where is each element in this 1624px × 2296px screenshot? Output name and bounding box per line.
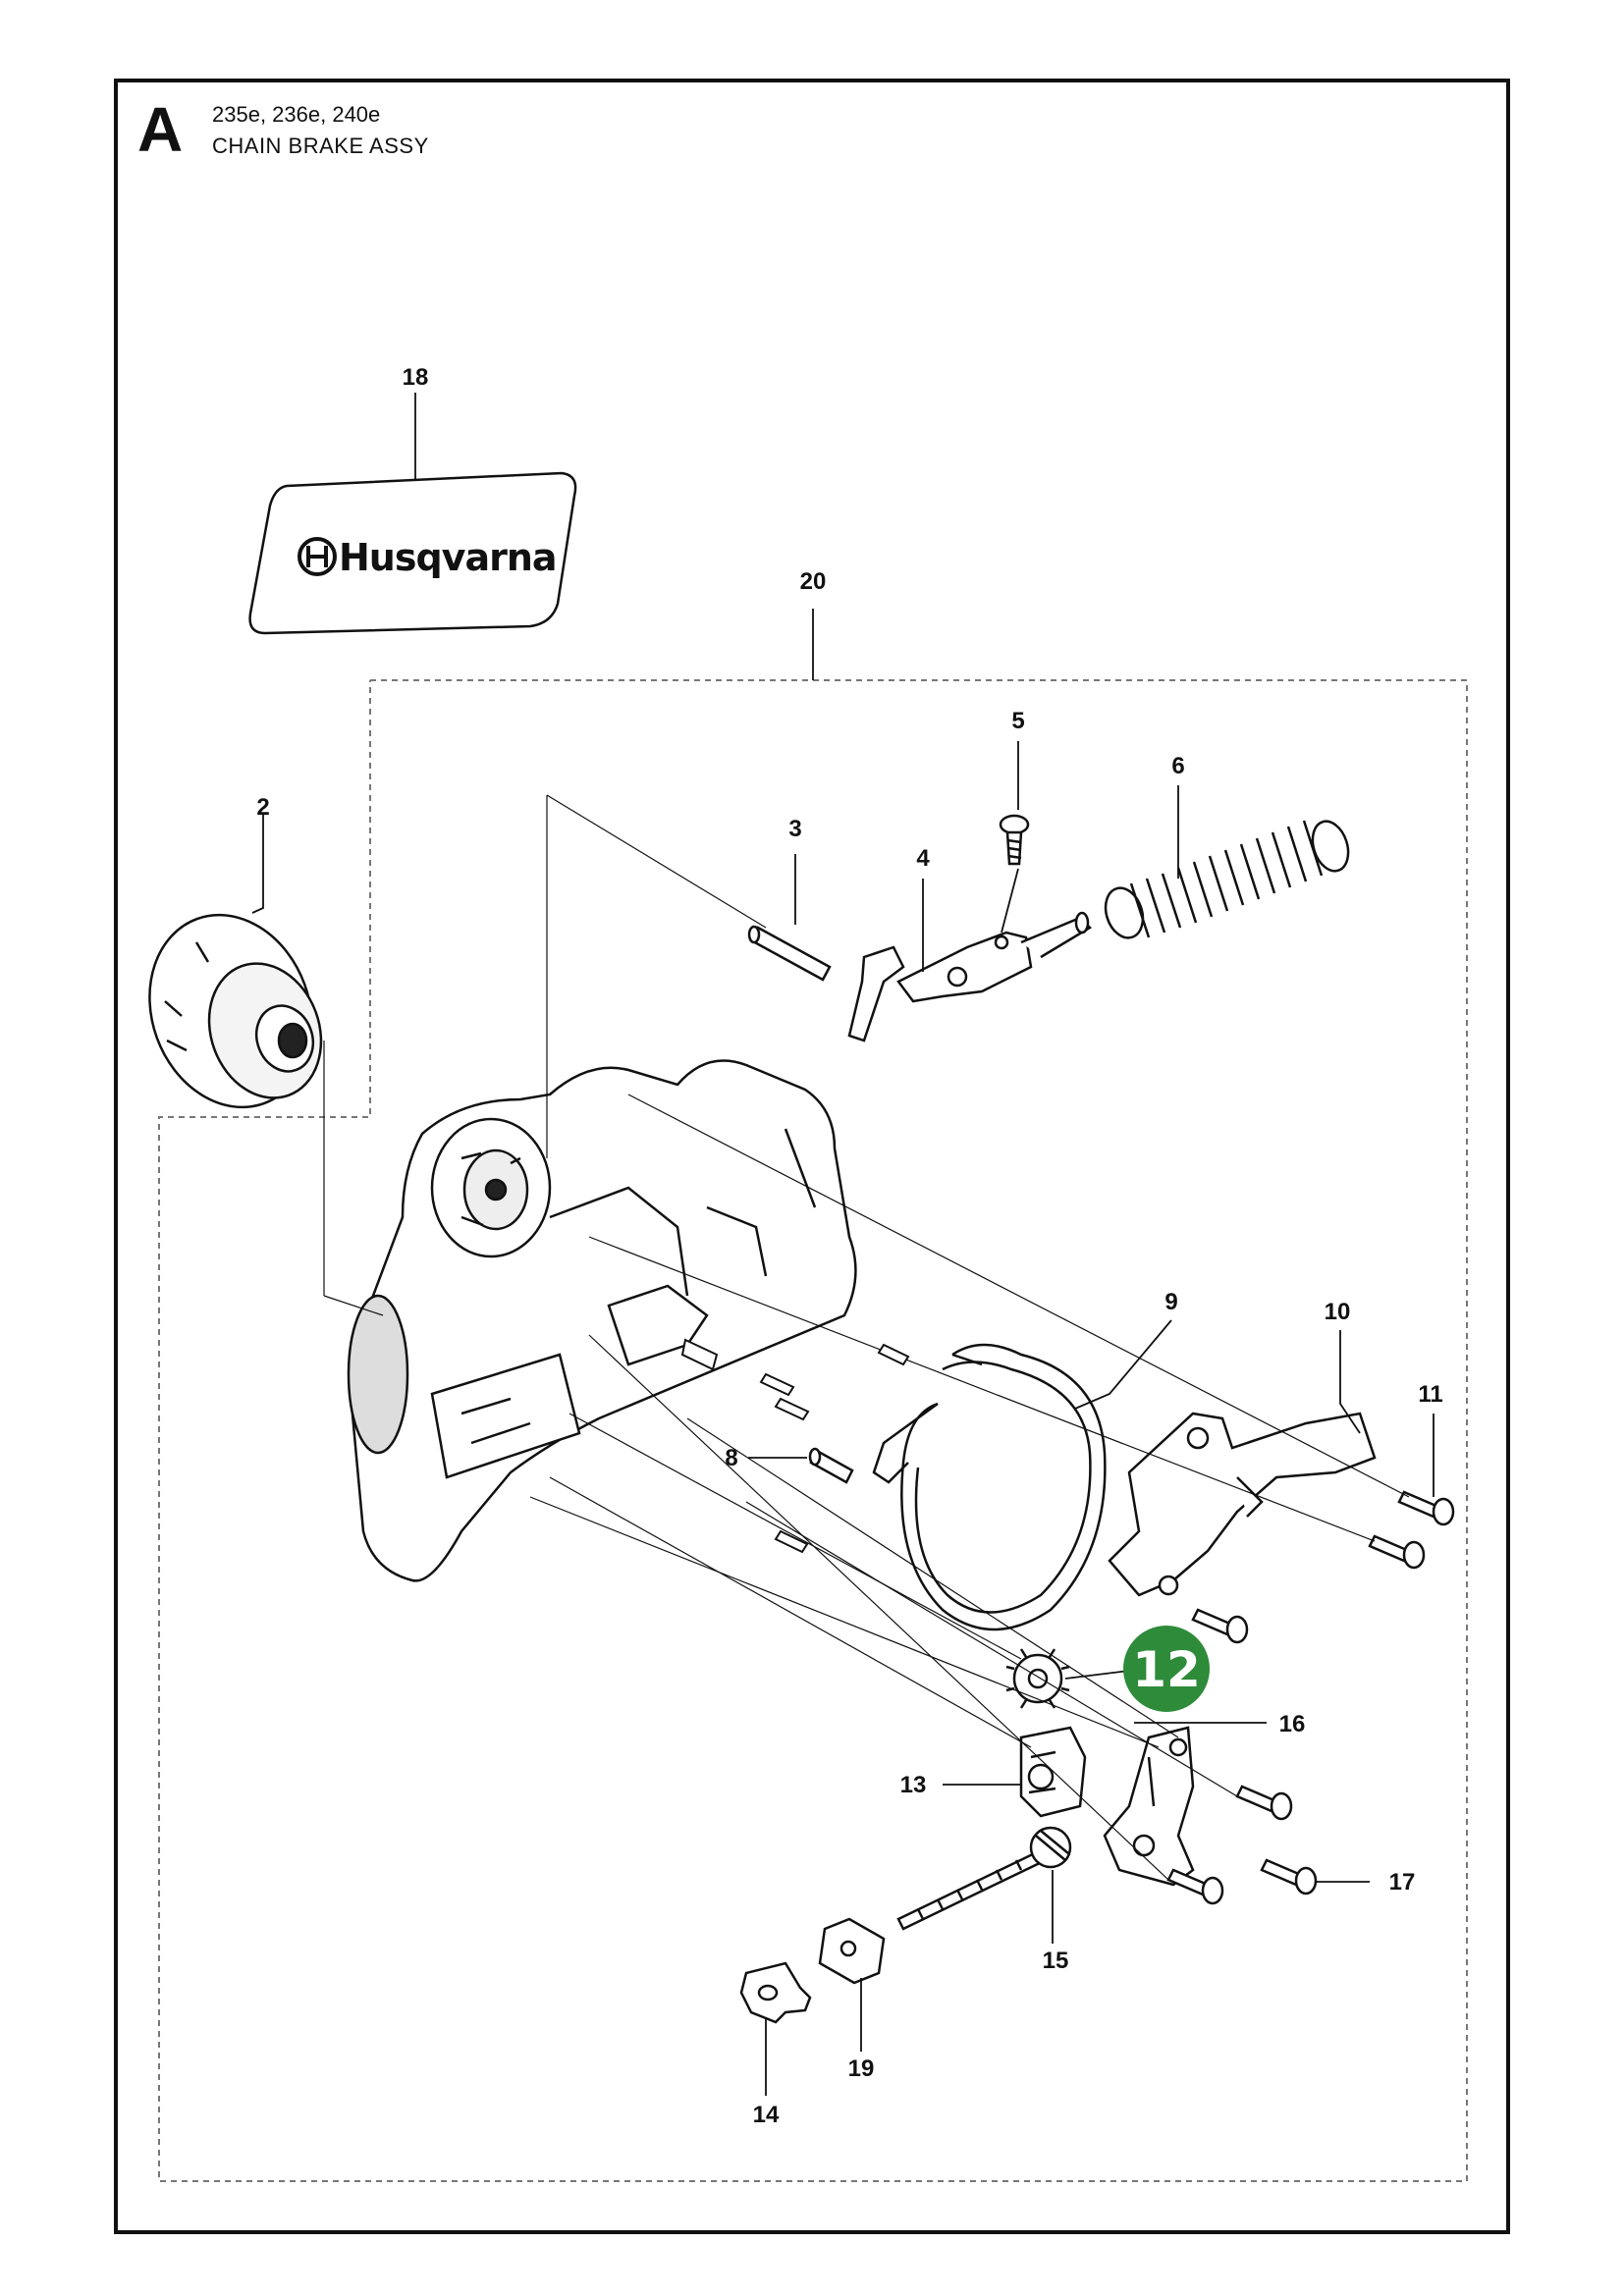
spring-part-6	[1104, 820, 1350, 939]
callout-19: 18	[403, 364, 429, 391]
callout-15: 15	[1043, 1948, 1069, 1974]
callout-8: 8	[725, 1445, 737, 1471]
kit-boundary	[158, 679, 1468, 2182]
gear-part-12	[1005, 1648, 1070, 1709]
callout-17: 17	[1389, 1869, 1416, 1896]
assembly-title: CHAIN BRAKE ASSY	[212, 133, 429, 158]
callout-14: 14	[753, 2102, 780, 2128]
leader-lines	[251, 393, 1435, 2096]
callout-10: 10	[1325, 1299, 1351, 1325]
pin-part-8	[808, 1447, 854, 1484]
husqvarna-logo-text: Husqvarna	[339, 536, 557, 579]
pin-part-3	[747, 925, 832, 982]
block-part-18	[818, 1917, 886, 1985]
bracket-part-16	[1103, 1726, 1195, 1887]
highlight-badge	[1123, 1626, 1210, 1712]
callout-11: 11	[1418, 1381, 1442, 1408]
callout-2: 2	[256, 794, 269, 821]
page-frame	[114, 79, 1510, 2234]
callout-18: 19	[848, 2056, 875, 2082]
callout-5: 5	[1011, 708, 1024, 734]
callout-13: 13	[900, 1772, 927, 1798]
screws-part-11	[1191, 1490, 1455, 1644]
callout-9: 9	[1164, 1289, 1177, 1315]
callout-3: 3	[788, 816, 801, 842]
callout-labels: 18 20 2 3 4 5 6 8 9 10 11 13 14 15 16 17…	[256, 364, 1442, 2128]
callout-20: 20	[800, 568, 827, 595]
callout-6: 6	[1171, 753, 1184, 779]
screw-part-5	[999, 814, 1030, 866]
callout-16: 16	[1279, 1711, 1306, 1737]
clutch-drum-part-2	[148, 913, 323, 1109]
screws-part-17	[1166, 1785, 1318, 1905]
clutch-cover-body	[347, 1059, 857, 1582]
brake-lever-part-4	[847, 911, 1093, 1042]
decal-part-19: Husqvarna	[248, 471, 577, 635]
section-letter: A	[137, 94, 184, 165]
model-list: 235e, 236e, 240e	[212, 102, 381, 127]
bracket-part-10	[1108, 1412, 1377, 1597]
callout-4: 4	[916, 845, 930, 872]
tensioner-nut-part-14	[739, 1961, 812, 2024]
highlight-badge-label: 12	[1132, 1641, 1201, 1698]
husqvarna-logo-icon	[298, 537, 337, 576]
tensioner-screw-part-15	[896, 1826, 1072, 1931]
alignment-pins	[680, 1338, 910, 1554]
brake-band-part-9	[872, 1343, 1107, 1631]
